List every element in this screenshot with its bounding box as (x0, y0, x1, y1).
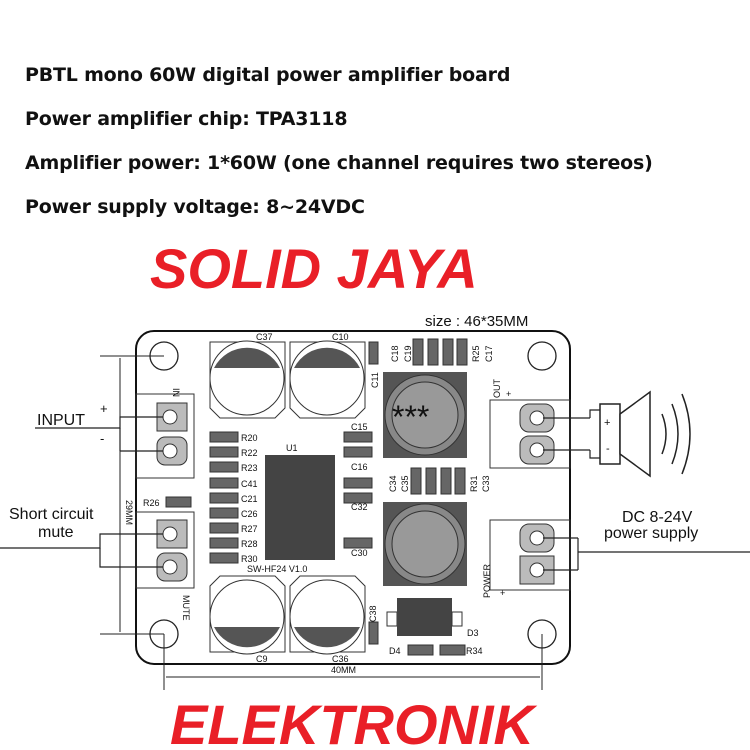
label-r27: R27 (241, 524, 258, 534)
watermark-line2: ELEKTRONIK (170, 693, 538, 750)
speaker-plus: + (604, 417, 610, 429)
mute-label-1: Short circuit (9, 506, 94, 523)
label-d3: D3 (467, 628, 479, 638)
label-c15: C15 (351, 422, 368, 432)
external-wiring (0, 409, 750, 571)
capacitor-c10: C10 (289, 332, 366, 419)
label-c32: C32 (351, 502, 368, 512)
out-plus: + (506, 389, 511, 399)
spec-power: Amplifier power: 1*60W (one channel requ… (25, 152, 653, 174)
label-r25: R25 (471, 345, 481, 362)
size-label: size : 46*35MM (425, 313, 528, 330)
watermark-line1: SOLID JAYA (150, 237, 478, 300)
label-c10: C10 (332, 332, 349, 342)
in-port-label: IN (171, 388, 181, 397)
capacitor-c36: C36 (289, 575, 366, 664)
label-c18: C18 (390, 345, 400, 362)
label-c16: C16 (351, 462, 368, 472)
inductor-bottom (383, 502, 467, 586)
label-r34: R34 (466, 646, 483, 656)
label-c11: C11 (370, 372, 380, 388)
label-c38: C38 (368, 605, 378, 622)
label-c37: C37 (256, 332, 273, 342)
label-c36: C36 (332, 654, 349, 664)
input-minus: - (100, 431, 104, 446)
label-c17: C17 (484, 345, 494, 362)
spec-title: PBTL mono 60W digital power amplifier bo… (25, 64, 511, 86)
spec-voltage: Power supply voltage: 8~24VDC (25, 196, 365, 218)
input-plus: + (100, 401, 108, 416)
power-label-2: power supply (604, 525, 698, 542)
power-label-1: DC 8-24V (622, 509, 693, 526)
label-c34: C34 (388, 475, 398, 492)
power-port-label: POWER (482, 563, 492, 598)
spec-chip: Power amplifier chip: TPA3118 (25, 108, 348, 130)
speaker-icon (599, 390, 691, 478)
component-labels: C18 C19 R25 C17 C11 C34 C35 R31 C33 C38 … (143, 345, 494, 656)
inductor-mark: *** (392, 399, 429, 435)
label-r20: R20 (241, 433, 258, 443)
label-r28: R28 (241, 539, 258, 549)
out-port-label: OUT (492, 379, 502, 399)
output-terminal: OUT + (489, 379, 571, 469)
label-r30: R30 (241, 554, 258, 564)
label-d4: D4 (389, 646, 401, 656)
chip-label: U1 (286, 443, 298, 453)
label-c30: C30 (351, 548, 368, 558)
speaker-minus: - (606, 443, 610, 455)
label-c35: C35 (400, 475, 410, 492)
label-r22: R22 (241, 448, 258, 458)
label-c9: C9 (256, 654, 268, 664)
tpa3118-chip (265, 455, 335, 560)
diode-d3 (386, 598, 463, 636)
dimension-lines (100, 355, 543, 690)
board-version: SW-HF24 V1.0 (247, 564, 307, 574)
inductor-top: *** (383, 372, 467, 458)
power-plus: + (500, 588, 505, 598)
capacitor-c9: C9 (209, 575, 286, 664)
label-c19: C19 (403, 345, 413, 362)
label-c21: C21 (241, 494, 258, 504)
mute-label-2: mute (38, 524, 74, 541)
label-r26: R26 (143, 498, 160, 508)
label-r31: R31 (469, 475, 479, 492)
label-c26: C26 (241, 509, 258, 519)
smd-components (165, 338, 468, 656)
capacitor-c37: C37 (209, 332, 286, 419)
width-dimension: 40MM (331, 665, 356, 675)
input-label: INPUT (37, 412, 85, 429)
label-r23: R23 (241, 463, 258, 473)
label-c41: C41 (241, 479, 258, 489)
height-dimension: 29MM (124, 500, 134, 525)
mute-port-label: MUTE (181, 595, 191, 621)
label-c33: C33 (481, 475, 491, 492)
power-terminal: POWER + (482, 519, 571, 598)
